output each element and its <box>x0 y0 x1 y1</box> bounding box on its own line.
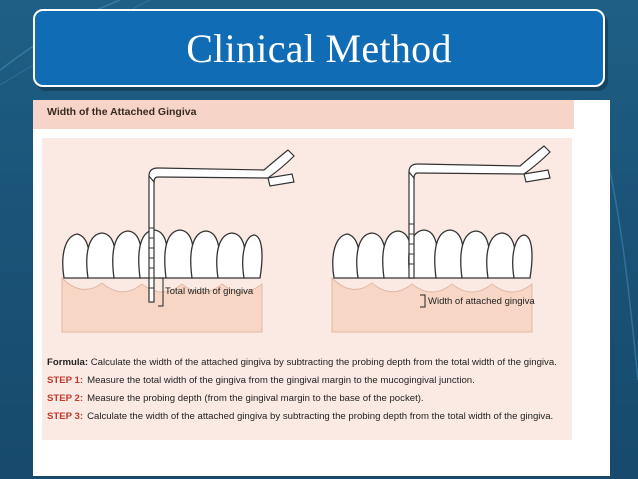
gingiva-left <box>61 276 263 333</box>
teeth-right <box>332 229 533 279</box>
formula-lead: Formula: <box>47 357 89 368</box>
right-diagram <box>331 145 551 333</box>
gingiva-right <box>331 276 533 333</box>
step-2: STEP 2: Measure the probing depth (from … <box>47 393 569 405</box>
bracket-right <box>420 294 426 308</box>
attached-width-label: Width of attached gingiva <box>428 296 535 307</box>
step-2-text: Measure the probing depth (from the ging… <box>87 393 424 404</box>
step-1: STEP 1: Measure the total width of the g… <box>47 375 569 387</box>
figure-panel: Width of the Attached Gingiva <box>33 100 610 476</box>
slide-title: Clinical Method <box>186 25 452 71</box>
step-1-key: STEP 1: <box>47 375 84 386</box>
instructions: Formula: Calculate the width of the atta… <box>47 357 569 429</box>
probe-right <box>408 145 551 279</box>
title-box: Clinical Method <box>33 9 605 87</box>
probe-left <box>148 149 295 303</box>
bracket-left <box>158 277 164 307</box>
step-3: STEP 3: Calculate the width of the attac… <box>47 411 569 423</box>
formula-paragraph: Formula: Calculate the width of the atta… <box>47 357 569 369</box>
step-3-text: Calculate the width of the attached ging… <box>87 411 554 422</box>
step-2-key: STEP 2: <box>47 393 84 404</box>
figure-header: Width of the Attached Gingiva <box>33 100 574 129</box>
step-1-text: Measure the total width of the gingiva f… <box>87 375 475 386</box>
probing-illustration <box>61 145 551 333</box>
total-width-label: Total width of gingiva <box>165 286 254 297</box>
formula-body: Calculate the width of the attached ging… <box>90 357 557 368</box>
teeth-left <box>62 229 263 279</box>
step-3-key: STEP 3: <box>47 411 84 422</box>
illustration-area: Total width of gingiva Width of attached… <box>42 138 572 440</box>
left-diagram <box>61 149 295 333</box>
